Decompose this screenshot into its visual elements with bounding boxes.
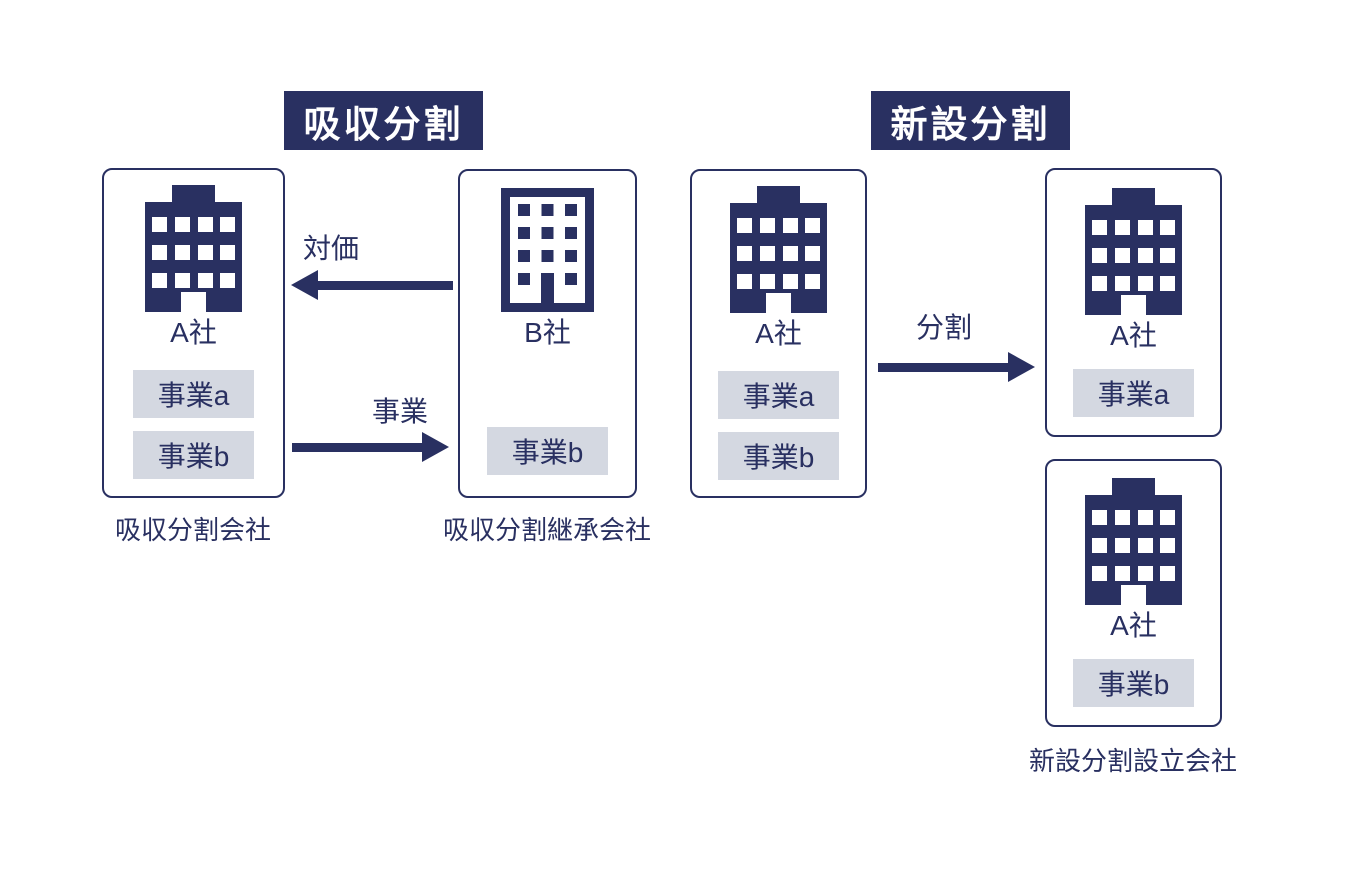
business-chip: 事業a (1073, 369, 1194, 417)
business-chip: 事業a (718, 371, 839, 419)
company-box-new-company-a: A社 事業a (1045, 168, 1222, 437)
split-arrow (878, 352, 1035, 382)
company-box-new-company-b: A社 事業b (1045, 459, 1222, 727)
arrow-head-right (1008, 352, 1035, 382)
arrow-head-right (422, 432, 449, 462)
company-box-absorption-splitting: A社 事業a 事業b (102, 168, 285, 498)
business-chip: 事業b (718, 432, 839, 480)
company-box-absorption-succeeding: B社 事業b (458, 169, 637, 498)
company-name: A社 (1110, 320, 1157, 351)
company-name: B社 (524, 317, 571, 348)
arrow-head-left (291, 270, 318, 300)
absorption-splitting-company-caption: 吸収分割会社 (114, 515, 271, 545)
company-name: A社 (755, 318, 802, 349)
business-chip: 事業b (487, 427, 608, 475)
incorporation-title-badge: 新設分割 (871, 91, 1070, 150)
building-filled-icon (145, 185, 242, 312)
arrow-shaft (878, 362, 1008, 372)
company-name: A社 (170, 317, 217, 348)
building-filled-icon (1085, 188, 1182, 315)
incorporation-new-companies-caption: 新設分割設立会社 (1028, 746, 1237, 776)
business-chip: 事業a (133, 370, 254, 418)
split-arrow-label: 分割 (916, 312, 973, 343)
company-box-incorporation-splitting: A社 事業a 事業b (690, 169, 867, 498)
building-filled-icon (1085, 478, 1182, 605)
company-name: A社 (1110, 610, 1157, 641)
consideration-arrow (291, 270, 453, 300)
absorption-title-badge: 吸収分割 (284, 91, 483, 150)
arrow-shaft (318, 280, 453, 290)
building-filled-icon (730, 186, 827, 313)
business-chip: 事業b (1073, 659, 1194, 707)
absorption-succeeding-company-caption: 吸収分割継承会社 (442, 515, 651, 545)
consideration-arrow-label: 対価 (303, 233, 360, 264)
business-arrow-label: 事業 (372, 396, 429, 427)
arrow-shaft (292, 442, 422, 452)
building-outline-icon (501, 188, 594, 312)
business-arrow (292, 432, 449, 462)
business-chip: 事業b (133, 431, 254, 479)
